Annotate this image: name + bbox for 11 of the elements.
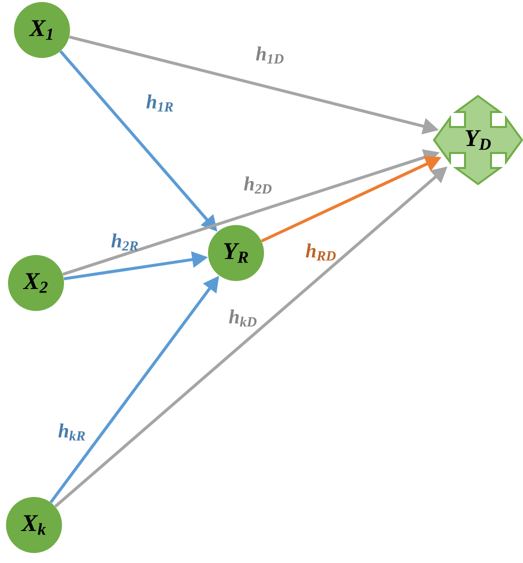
circle-node: Y$_{R}$ — [208, 225, 264, 281]
circle-node: X$_{k}$ — [6, 497, 62, 553]
edge-label: h$_{RD}$ — [306, 244, 336, 261]
edge-label: h$_{kD}$ — [229, 310, 257, 327]
edge-label: h$_{1R}$ — [146, 94, 173, 112]
edge-label: h$_{2R}$ — [111, 234, 138, 250]
edge-label: h$_{1D}$ — [256, 46, 284, 64]
circle-node: X$_{2}$ — [8, 255, 64, 311]
edge-label: h$_{kR}$ — [58, 424, 85, 440]
edge-label: h$_{2D}$ — [244, 176, 272, 194]
circle-node: X$_{1}$ — [14, 2, 70, 58]
